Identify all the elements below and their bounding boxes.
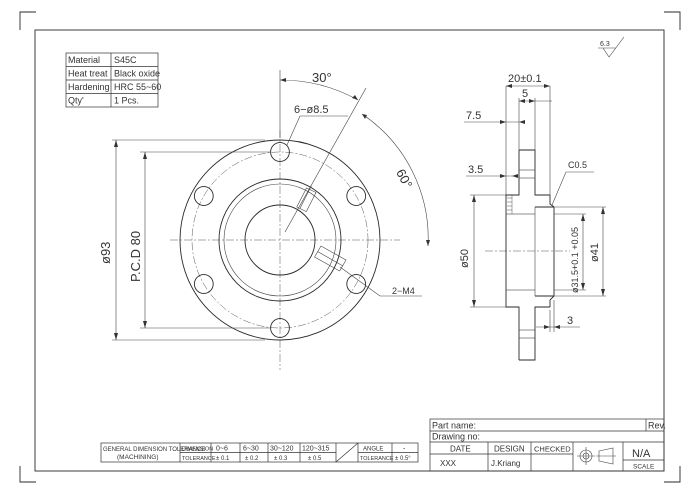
side-view: 20±0.1 5 7.5 3.5 C0.5 ø50 ø31.5+0.1 +0.0… [459,73,606,361]
flange-outer-circle [179,139,381,341]
angle-value: - [403,446,406,453]
scale-label: SCALE [633,464,655,471]
material-label: Material [68,55,100,65]
range-30-120: 30~120 [270,446,294,453]
dia-41-label: ø41 [589,243,601,262]
quantity-value: 1 Pcs. [114,96,139,106]
design-label: DESIGN [494,445,525,454]
angle-tolerance-label: TOLERANCE [360,456,394,462]
angle-60-label: 60° [393,166,415,190]
drawing-no-label: Drawing no: [432,432,480,442]
tolerance-0-6: ± 0.1 [216,456,230,462]
heat-treat-value: Black oxide [114,69,160,79]
tap-callout: 2−M4 [392,286,415,296]
bolt-holes [193,142,367,338]
range-6-30: 6~30 [243,446,259,453]
front-view: 6−ø8.5 30° 60° 2−M4 ø93 P.C.D 80 [98,70,430,370]
bore-circle [244,204,316,276]
dia-50-label: ø50 [459,249,471,268]
pcd-label: P.C.D 80 [128,231,143,282]
dim-3-5-label: 3.5 [468,164,483,176]
tapped-holes [296,185,347,272]
checked-label: CHECKED [534,445,571,454]
tolerance-label: TOLERANCE [182,456,216,462]
dim-7-5-label: 7.5 [466,110,481,122]
angle-30-label: 30° [312,70,332,85]
design-value: J.Kriang [491,459,520,468]
quantity-label: Qty' [68,96,84,106]
tolerance-title-line2: (MACHINING) [117,454,159,461]
outer-diameter-label: ø93 [98,242,113,264]
angle-tolerance-value: ± 0.5° [395,456,411,462]
date-label: DATE [450,445,471,454]
part-name-label: Part name: [432,421,476,431]
range-120-315: 120~315 [302,446,330,453]
tolerance-30-120: ± 0.3 [274,456,288,462]
tolerance-title-line1: GENERAL DIMENSION TOLERANCE [103,447,205,453]
tolerance-120-315: ± 0.5 [308,456,322,462]
width-5-label: 5 [522,88,528,100]
hardening-label: Hardening [68,82,110,92]
dim-3-label: 3 [567,315,573,327]
hardening-value: HRC 55~60 [114,82,161,92]
heat-treat-label: Heat treat [68,69,108,79]
material-value: S45C [114,55,137,65]
range-0-6: 0~6 [216,446,228,453]
drawing-frame [34,29,665,472]
rev-label: Rev. [648,421,666,431]
bore-dia-label: ø31.5+0.1 +0.05 [570,227,580,293]
sheet-corner-marks [19,11,681,483]
tolerance-6-30: ± 0.2 [245,456,259,462]
width-20-label: 20±0.1 [508,73,542,85]
projection-symbol-icon [577,447,616,465]
chamfer-label: C0.5 [568,160,587,170]
general-tolerance-table: GENERAL DIMENSION TOLERANCE (MACHINING) … [100,442,419,463]
title-block: Part name: Rev. Drawing no: DATE DESIGN … [429,418,666,472]
roughness-value: 6.3 [600,41,610,48]
tap-section-hatch [507,195,513,214]
holes-callout: 6−ø8.5 [294,104,329,116]
surface-roughness-symbol: 6.3 [598,36,625,58]
date-value: XXX [440,459,457,468]
scale-value: N/A [632,448,651,460]
angle-label: ANGLE [363,447,383,453]
dimension-label: DIMENSION [182,447,213,453]
material-table: Material S45C Heat treat Black oxide Har… [65,52,161,108]
